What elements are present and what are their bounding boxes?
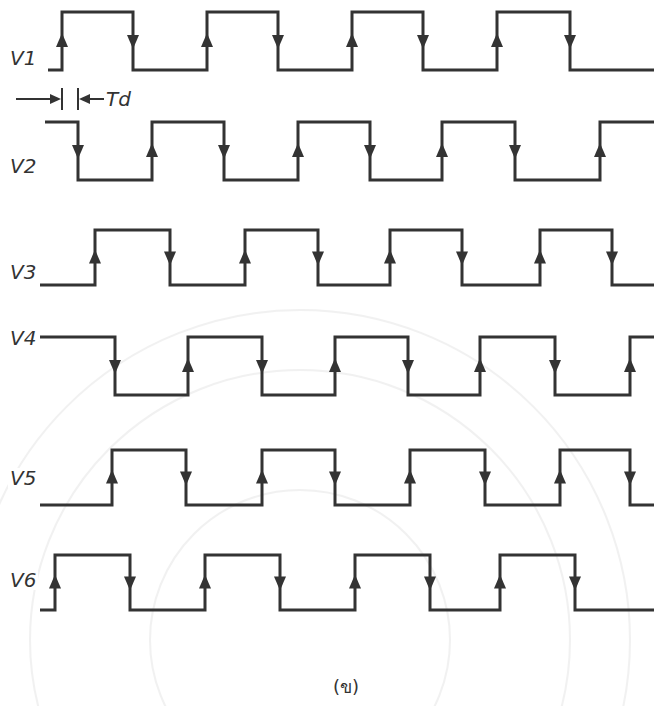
edge-arrowhead (272, 35, 284, 49)
edge-arrowhead (594, 143, 606, 157)
edge-arrowhead (292, 143, 304, 157)
figure-caption: (ข) (333, 678, 359, 696)
edge-arrowhead (479, 472, 491, 486)
edge-arrowhead (124, 577, 136, 591)
edge-arrowhead (534, 250, 546, 264)
edge-arrowhead (402, 360, 414, 374)
edge-arrowhead (346, 33, 358, 47)
watermark-seal (0, 310, 630, 706)
edge-arrowhead (554, 470, 566, 484)
edge-arrowhead (417, 35, 429, 49)
square-wave (48, 12, 654, 70)
delay-label: Td (106, 89, 131, 109)
edge-arrowhead (146, 143, 158, 157)
edge-arrowhead (89, 250, 101, 264)
edge-arrowhead (549, 360, 561, 374)
edge-arrowhead (201, 33, 213, 47)
signal-name: V4 (8, 328, 38, 348)
edge-arrowhead (239, 250, 251, 264)
td-arrow (88, 98, 104, 100)
edge-arrowhead (127, 35, 139, 49)
edge-arrowhead (199, 575, 211, 589)
edge-arrowhead (72, 145, 84, 159)
edge-arrowhead (509, 145, 521, 159)
edge-arrowhead (364, 145, 376, 159)
td-tick (61, 88, 63, 110)
edge-arrowhead (384, 250, 396, 264)
edge-arrowhead (256, 470, 268, 484)
edge-arrowhead (424, 577, 436, 591)
signal-name: V1 (8, 48, 38, 68)
td-arrow (16, 98, 54, 100)
edge-arrowhead (312, 252, 324, 266)
edge-arrowhead (569, 577, 581, 591)
edge-arrowhead (624, 472, 636, 486)
square-wave (40, 450, 654, 505)
edge-arrowhead (109, 360, 121, 374)
square-wave (45, 122, 654, 180)
edge-arrowhead (218, 145, 230, 159)
edge-arrowhead (494, 575, 506, 589)
edge-arrowhead (456, 252, 468, 266)
edge-arrowhead (56, 33, 68, 47)
td-tick (77, 88, 79, 110)
edge-arrowhead (49, 575, 61, 589)
square-wave (40, 337, 654, 395)
signal-name: V5 (8, 468, 38, 488)
edge-arrowhead (329, 472, 341, 486)
edge-arrowhead (349, 575, 361, 589)
edge-arrowhead (182, 358, 194, 372)
td-arrowhead (79, 94, 90, 104)
edge-arrowhead (564, 35, 576, 49)
edge-arrowhead (164, 252, 176, 266)
edge-arrowhead (256, 360, 268, 374)
signal-name: V3 (8, 262, 38, 282)
signal-name: V6 (8, 570, 38, 590)
edge-arrowhead (624, 358, 636, 372)
square-wave (40, 555, 654, 610)
edge-arrowhead (474, 358, 486, 372)
td-arrowhead (50, 94, 61, 104)
edge-arrowhead (106, 470, 118, 484)
edge-arrowhead (180, 472, 192, 486)
signal-name: V2 (8, 156, 38, 176)
edge-arrowhead (404, 470, 416, 484)
edge-arrowhead (491, 33, 503, 47)
edge-arrowhead (274, 577, 286, 591)
edge-arrowhead (436, 143, 448, 157)
edge-arrowhead (606, 252, 618, 266)
edge-arrowhead (329, 358, 341, 372)
square-wave (40, 230, 654, 285)
